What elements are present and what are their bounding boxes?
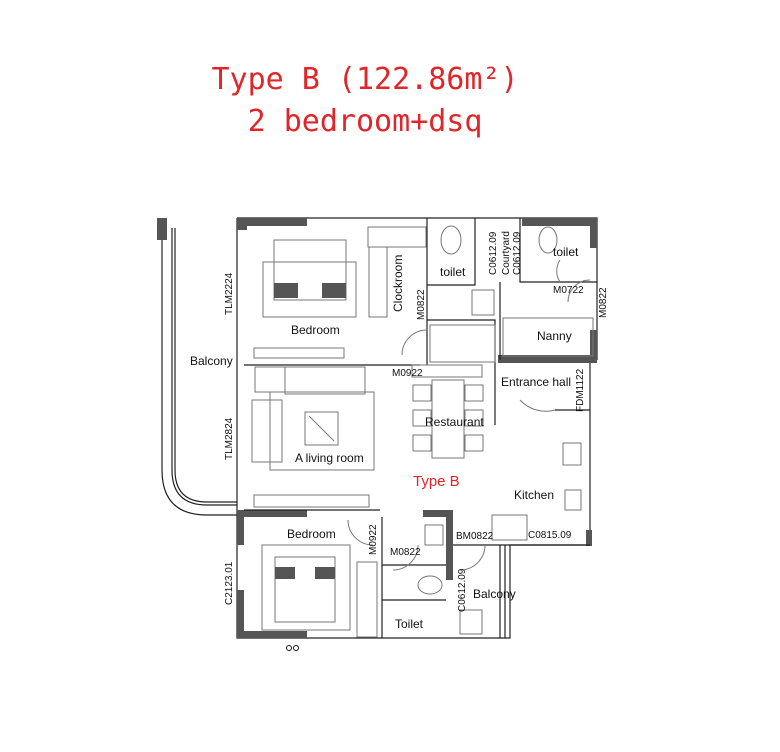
sink [471,289,495,316]
code-bm0822: BM0822 [456,531,494,542]
code-tlm2224: TLM2224 [224,272,235,315]
wardrobe-bottom [356,561,378,638]
armchair [251,399,283,463]
furniture [251,225,594,651]
bottom-balcony-railing [499,545,506,638]
code-c0815: C0815.09 [528,530,572,541]
dining-table [431,379,465,459]
room-label-entrance-hall: Entrance hall [501,375,571,389]
room-label-bedroom-bottom: Bedroom [287,527,336,541]
shower [429,324,496,363]
walls [236,217,598,639]
code-tlm2824: TLM2824 [224,417,235,460]
room-label-bedroom-top: Bedroom [291,323,340,337]
doors [347,259,591,571]
kitchen-sink [564,489,582,511]
room-label-courtyard: Courtyard [501,231,512,275]
left-balcony-railing [157,218,237,516]
room-label-cloakroom: Clockroom [391,255,405,312]
coffee-table [304,411,339,446]
plan-title: Type B (122.86m²) [211,62,519,97]
code-c2123: C2123.01 [224,561,235,605]
code-m0922-a: M0922 [392,368,423,379]
toilet-bowl-top [440,225,462,255]
nanny-bed [502,317,594,357]
room-label-balcony-bottom: Balcony [473,587,516,601]
room-label-toilet-dsq: toilet [553,245,579,259]
code-m0822-a: M0822 [416,289,427,320]
stove [562,442,582,466]
room-label-restaurant: Restaurant [425,415,484,429]
room-label-nanny: Nanny [537,329,572,343]
sofa [284,366,366,395]
plan-type-label: Type B [413,473,460,490]
bed-top [262,261,357,318]
code-c0612-a: C0612.09 [488,231,499,275]
code-m0822-c: M0822 [390,547,421,558]
room-label-toilet-bottom: Toilet [395,617,424,631]
room-label-balcony-left: Balcony [190,354,233,368]
fridge [491,514,528,541]
code-m0822-b: M0822 [598,287,609,318]
washing-machine [459,609,483,635]
plan-subtitle: 2 bedroom+dsq [247,104,483,139]
code-fdm1122: FDM1122 [575,368,586,412]
toilet-bowl-dsq [538,226,558,254]
code-c0612-b: C0612.09 [512,231,523,275]
code-m0722: M0722 [553,285,584,296]
bed-bottom [261,544,351,631]
room-label-living-room: A living room [295,451,364,465]
wardrobe-top [367,226,427,248]
toilet-bowl-bottom [417,575,443,595]
room-label-toilet-top: toilet [440,265,466,279]
code-m0922-b: M0922 [368,524,379,555]
code-c0612-c: C0612.09 [457,568,468,612]
room-label-kitchen: Kitchen [514,488,554,502]
